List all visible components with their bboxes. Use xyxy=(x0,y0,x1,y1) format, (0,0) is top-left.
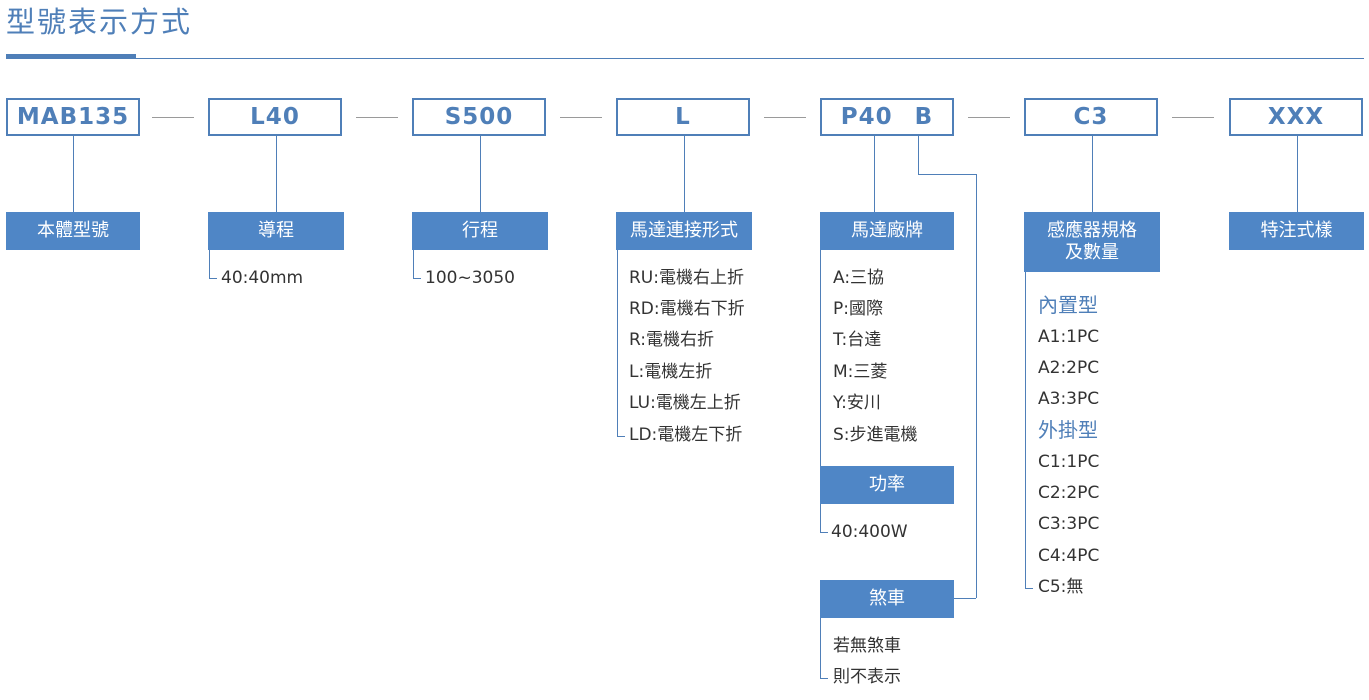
separator-dash xyxy=(356,117,398,118)
connector-line xyxy=(276,136,277,212)
separator-dash xyxy=(560,117,602,118)
sensor-option: A2:2PC xyxy=(1038,358,1100,378)
label-motor-brand: 馬達廠牌 xyxy=(820,212,954,250)
title-rule xyxy=(6,58,1364,59)
lead-option: 40:40mm xyxy=(221,268,304,288)
option-bracket xyxy=(617,250,618,436)
option-bracket xyxy=(820,678,828,679)
connector-line xyxy=(1297,136,1298,212)
brake-option: 則不表示 xyxy=(833,667,901,687)
sensor-option: C2:2PC xyxy=(1038,483,1100,503)
label-sensor: 感應器規格 及數量 xyxy=(1024,212,1160,272)
option-bracket xyxy=(617,436,625,437)
mount-option: LU:電機左上折 xyxy=(629,393,741,413)
brand-option: M:三菱 xyxy=(833,362,888,382)
option-bracket xyxy=(413,278,421,279)
mount-option: R:電機右折 xyxy=(629,330,715,350)
separator-dash xyxy=(968,117,1010,118)
mount-option: LD:電機左下折 xyxy=(629,425,743,445)
stroke-option: 100~3050 xyxy=(425,268,515,288)
code-box-lead: L40 xyxy=(208,98,342,136)
title-rule-accent xyxy=(6,54,136,59)
option-bracket xyxy=(209,278,217,279)
option-bracket xyxy=(1025,588,1033,589)
connector-line xyxy=(480,136,481,212)
code-brake: B xyxy=(914,104,934,130)
power-option: 40:400W xyxy=(831,522,908,542)
code-box-special: XXX xyxy=(1229,98,1363,136)
label-motor-mount: 馬達連接形式 xyxy=(616,212,752,250)
sensor-internal-heading: 內置型 xyxy=(1038,293,1098,317)
code-box-model: MAB135 xyxy=(6,98,140,136)
sensor-option: C1:1PC xyxy=(1038,452,1100,472)
option-bracket xyxy=(820,250,821,466)
code-sensor: C3 xyxy=(1073,104,1109,130)
sensor-option: A1:1PC xyxy=(1038,327,1100,347)
brake-option: 若無煞車 xyxy=(833,636,901,656)
code-box-motor: P40 B xyxy=(820,98,954,136)
connector-line xyxy=(874,136,875,212)
brake-connector xyxy=(976,174,977,598)
label-body-model: 本體型號 xyxy=(6,212,140,250)
mount-option: L:電機左折 xyxy=(629,362,713,382)
mount-option: RU:電機右上折 xyxy=(629,268,744,288)
label-brake: 煞車 xyxy=(820,580,954,618)
option-bracket xyxy=(413,250,414,278)
brand-option: P:國際 xyxy=(833,299,883,319)
separator-dash xyxy=(764,117,806,118)
label-power: 功率 xyxy=(820,466,954,504)
code-special: XXX xyxy=(1267,104,1325,130)
separator-dash xyxy=(152,117,194,118)
label-lead: 導程 xyxy=(208,212,344,250)
brake-connector xyxy=(954,598,976,599)
sensor-option: C3:3PC xyxy=(1038,514,1100,534)
connector-line xyxy=(684,136,685,212)
code-stroke: S500 xyxy=(444,104,514,130)
mount-option: RD:電機右下折 xyxy=(629,299,745,319)
brand-option: A:三協 xyxy=(833,268,885,288)
brand-option: Y:安川 xyxy=(833,393,881,413)
option-bracket xyxy=(1025,272,1026,588)
code-box-sensor: C3 xyxy=(1024,98,1158,136)
brand-option: T:台達 xyxy=(833,330,882,350)
sensor-option: C5:無 xyxy=(1038,577,1084,597)
code-lead: L40 xyxy=(250,104,300,130)
connector-line xyxy=(1092,136,1093,212)
code-box-mount: L xyxy=(616,98,750,136)
code-box-stroke: S500 xyxy=(412,98,546,136)
code-mount: L xyxy=(675,104,691,130)
label-special: 特注式樣 xyxy=(1229,212,1364,250)
separator-dash xyxy=(1172,117,1214,118)
option-bracket xyxy=(820,532,828,533)
label-stroke: 行程 xyxy=(412,212,548,250)
sensor-option: C4:4PC xyxy=(1038,546,1100,566)
brake-connector xyxy=(918,174,976,175)
page-title: 型號表示方式 xyxy=(6,5,193,39)
sensor-external-heading: 外掛型 xyxy=(1038,418,1098,442)
sensor-option: A3:3PC xyxy=(1038,389,1100,409)
brake-connector xyxy=(918,136,919,174)
brand-option: S:步進電機 xyxy=(833,425,918,445)
connector-line xyxy=(73,136,74,212)
code-motor-power: P40 xyxy=(840,104,893,130)
code-model: MAB135 xyxy=(16,104,130,130)
option-bracket xyxy=(820,618,821,678)
option-bracket xyxy=(820,504,821,532)
option-bracket xyxy=(209,250,210,278)
